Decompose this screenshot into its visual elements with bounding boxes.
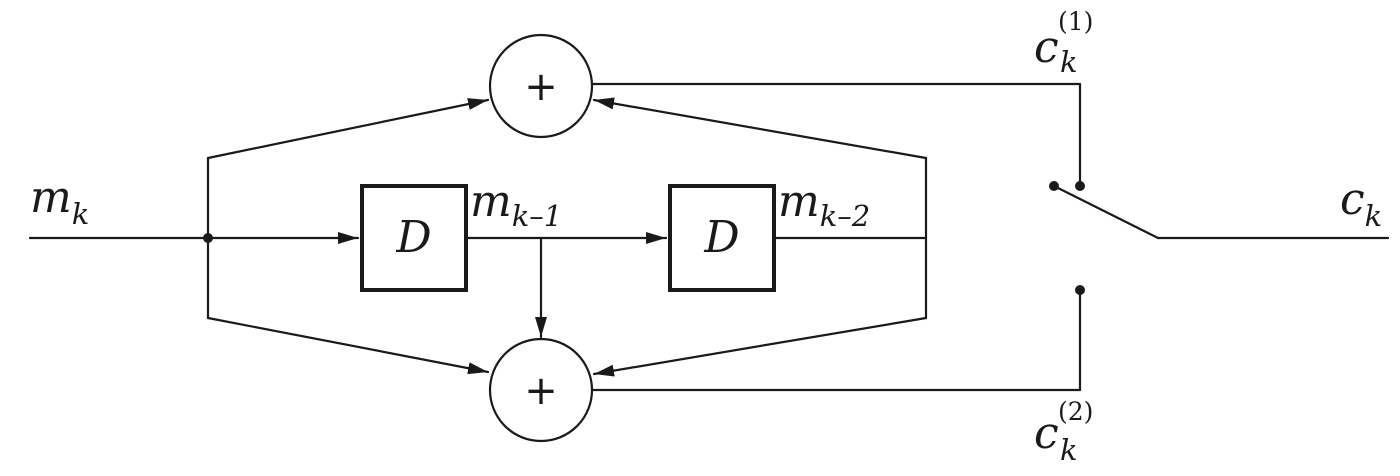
switch-arm — [1052, 184, 1160, 240]
label-m-k-minus-2: mk–2 — [778, 176, 870, 233]
delay2-to-bottom-adder-wire — [592, 316, 928, 377]
switch-contact-bottom — [1075, 285, 1085, 295]
adder-top-plus: + — [524, 64, 558, 110]
adder-top — [488, 33, 594, 139]
delay-block-2 — [668, 184, 776, 292]
delay-block-1 — [360, 184, 468, 292]
switch-contact-top — [1075, 181, 1085, 191]
input-to-top-adder-wire — [206, 98, 490, 160]
adder-bottom-plus: + — [524, 368, 558, 414]
label-code1-c: c — [1034, 22, 1059, 73]
label-code2-superscript: (2) — [1058, 397, 1093, 426]
label-code2-subscript: k — [1060, 433, 1078, 467]
delay2-to-top-adder-wire — [592, 97, 928, 160]
delay-block-2-label: D — [703, 212, 739, 263]
delay-block-1-label: D — [395, 212, 431, 263]
label-m-k-minus-1: mk–1 — [470, 176, 562, 233]
top-adder-output-wire — [590, 82, 1082, 188]
bottom-adder-output-wire — [590, 288, 1082, 392]
label-code2-c: c — [1034, 408, 1059, 459]
label-code1-superscript: (1) — [1058, 7, 1093, 36]
label-input-mk: mk — [30, 172, 89, 231]
label-output-ck: ck — [1340, 174, 1382, 233]
label-code1-subscript: k — [1060, 45, 1078, 79]
input-to-bottom-adder-wire — [206, 316, 490, 375]
